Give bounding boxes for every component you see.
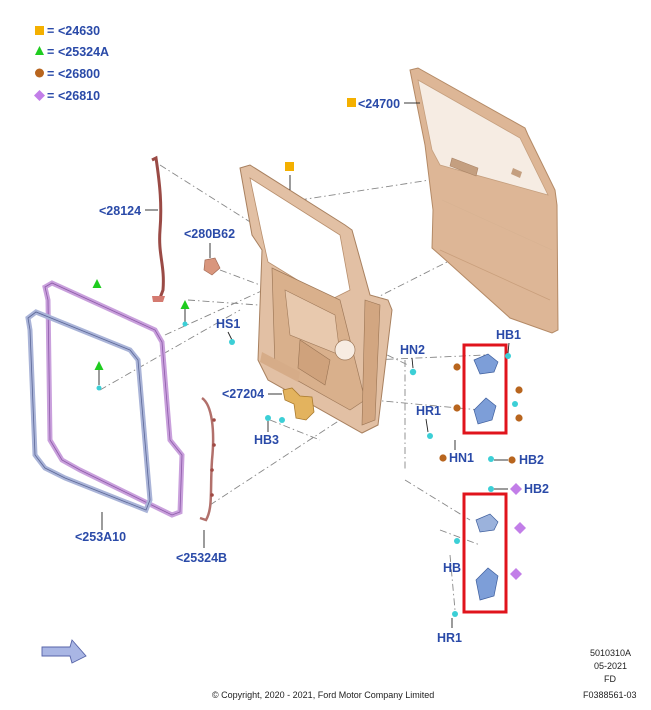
lower-hinge-bottom: [475, 567, 499, 601]
label-HB1: HB1: [496, 328, 521, 342]
legend-equals: =: [47, 24, 54, 38]
bolt-icon: [488, 456, 494, 462]
label-HS1: HS1: [216, 317, 240, 331]
bolt-icon: [279, 417, 285, 423]
triangle-marker-icon: [92, 279, 102, 288]
bolt-icon: [265, 415, 271, 421]
label-24700: <24700: [358, 97, 400, 111]
lower-hinge-top: [475, 513, 499, 533]
outer-door-seal: [42, 280, 185, 518]
label-HN2: HN2: [400, 343, 425, 357]
square-marker-icon: [285, 162, 294, 171]
highlight-box-upper-hinge: [462, 343, 508, 435]
triangle-marker-icon: [35, 46, 44, 55]
ref-code: 5010310A: [590, 648, 631, 658]
triangle-marker-icon: [94, 361, 104, 370]
bolt-icon: [488, 486, 494, 492]
square-marker-icon: [347, 98, 356, 107]
legend-equals: =: [47, 45, 54, 59]
legend-item-26800: = <26800: [35, 67, 100, 81]
inner-door-seal: [25, 309, 153, 514]
nut-icon: [453, 404, 461, 412]
diamond-marker-icon: [510, 568, 522, 580]
label-280B62: <280B62: [184, 227, 235, 241]
rivet-icon: [452, 611, 458, 617]
nut-icon: [453, 363, 461, 371]
label-HB2-lower: HB2: [524, 482, 549, 496]
square-marker-icon: [35, 26, 44, 35]
legend-code: <26800: [58, 67, 100, 81]
ref-region: FD: [604, 674, 616, 684]
label-27204: <27204: [222, 387, 264, 401]
outer-door-panel: [409, 67, 559, 334]
nut-icon: [515, 386, 523, 394]
label-HB3: HB3: [254, 433, 279, 447]
legend-item-26810: = <26810: [34, 89, 100, 103]
screw-icon: [229, 339, 235, 345]
highlight-box-lower-hinge: [462, 492, 508, 614]
label-HR1-lower: HR1: [437, 631, 462, 645]
diamond-marker-icon: [514, 522, 526, 534]
copyright-notice: © Copyright, 2020 - 2021, Ford Motor Com…: [212, 690, 434, 700]
bracket-280B62: [203, 257, 221, 276]
seal-strip-25324B: [199, 396, 215, 522]
ref-date: 05-2021: [594, 661, 627, 671]
door-check-arm: [282, 387, 315, 421]
label-HR1-upper: HR1: [416, 404, 441, 418]
upper-hinge-top: [473, 353, 499, 375]
bolt-icon: [512, 401, 518, 407]
nut-icon: [515, 414, 523, 422]
circle-marker-icon: [35, 68, 44, 78]
nut-icon: [409, 368, 417, 376]
legend-code: <25324A: [58, 45, 109, 59]
ref-figure-id: F0388561-03: [583, 690, 637, 700]
legend-code: <24630: [58, 24, 100, 38]
front-direction-arrow-icon: [41, 639, 87, 664]
clip-icon: [182, 321, 188, 327]
legend-code: <26810: [58, 89, 100, 103]
diamond-marker-icon: [34, 90, 45, 101]
diamond-marker-icon: [510, 483, 522, 495]
legend-item-24630: = <24630: [35, 24, 100, 38]
clip-icon: [96, 385, 102, 391]
label-28124: <28124: [99, 204, 141, 218]
legend-equals: =: [47, 89, 54, 103]
upper-hinge-bottom: [473, 397, 497, 425]
nut-icon: [508, 456, 516, 464]
label-HN1: HN1: [449, 451, 474, 465]
label-253A10: <253A10: [75, 530, 126, 544]
legend-item-25324A: = <25324A: [35, 45, 109, 59]
legend-equals: =: [47, 67, 54, 81]
inner-door-frame: [239, 164, 393, 434]
wire-harness: [151, 155, 165, 302]
legend: = <24630 = <25324A = <26800 = <26810: [34, 24, 109, 103]
nut-icon: [439, 454, 447, 462]
bolt-icon: [505, 353, 511, 359]
bolt-icon: [454, 538, 460, 544]
label-25324B: <25324B: [176, 551, 227, 565]
footer-reference: 5010310A 05-2021 FD F0388561-03: [583, 648, 637, 700]
rivet-icon: [427, 433, 433, 439]
label-HB-lower: HB: [443, 561, 461, 575]
label-HB2-upper: HB2: [519, 453, 544, 467]
triangle-marker-icon: [180, 300, 190, 309]
